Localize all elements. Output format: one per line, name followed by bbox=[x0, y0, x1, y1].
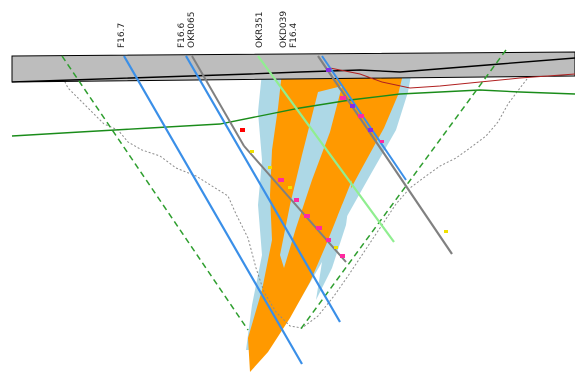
topography-band bbox=[11, 51, 575, 83]
green-horizon-line bbox=[11, 89, 575, 137]
pit-shell-outer bbox=[49, 57, 549, 329]
envelope-parting bbox=[280, 86, 342, 268]
drillhole-labels: F16.7 F16.6 OKR065 OKR351 OKD039 F16.4 bbox=[117, 11, 299, 48]
ore-body bbox=[248, 70, 404, 372]
drillhole-trace-okr065 bbox=[191, 55, 245, 147]
drillhole-trace-grey-2 bbox=[243, 145, 347, 263]
envelope-parting bbox=[316, 180, 352, 300]
surface-line bbox=[11, 57, 575, 83]
hole-label-okr351: OKR351 bbox=[255, 12, 265, 48]
assay-markers bbox=[240, 68, 448, 258]
drillhole-trace-okr351 bbox=[257, 55, 395, 243]
drillhole-trace-f16-7 bbox=[123, 55, 303, 365]
hole-label-f16-4: F16.4 bbox=[289, 23, 299, 48]
fault-line-right bbox=[299, 49, 507, 331]
hole-label-f16-7: F16.7 bbox=[117, 23, 127, 48]
red-horizon-line bbox=[329, 67, 575, 89]
drillhole-trace-okd039 bbox=[317, 55, 453, 255]
fault-line-left bbox=[61, 55, 249, 331]
drillhole-trace-f16-6 bbox=[185, 55, 341, 323]
hole-label-okd039: OKD039 bbox=[279, 11, 289, 48]
hole-label-okr065: OKR065 bbox=[187, 12, 197, 48]
hole-label-f16-6: F16.6 bbox=[177, 23, 187, 48]
